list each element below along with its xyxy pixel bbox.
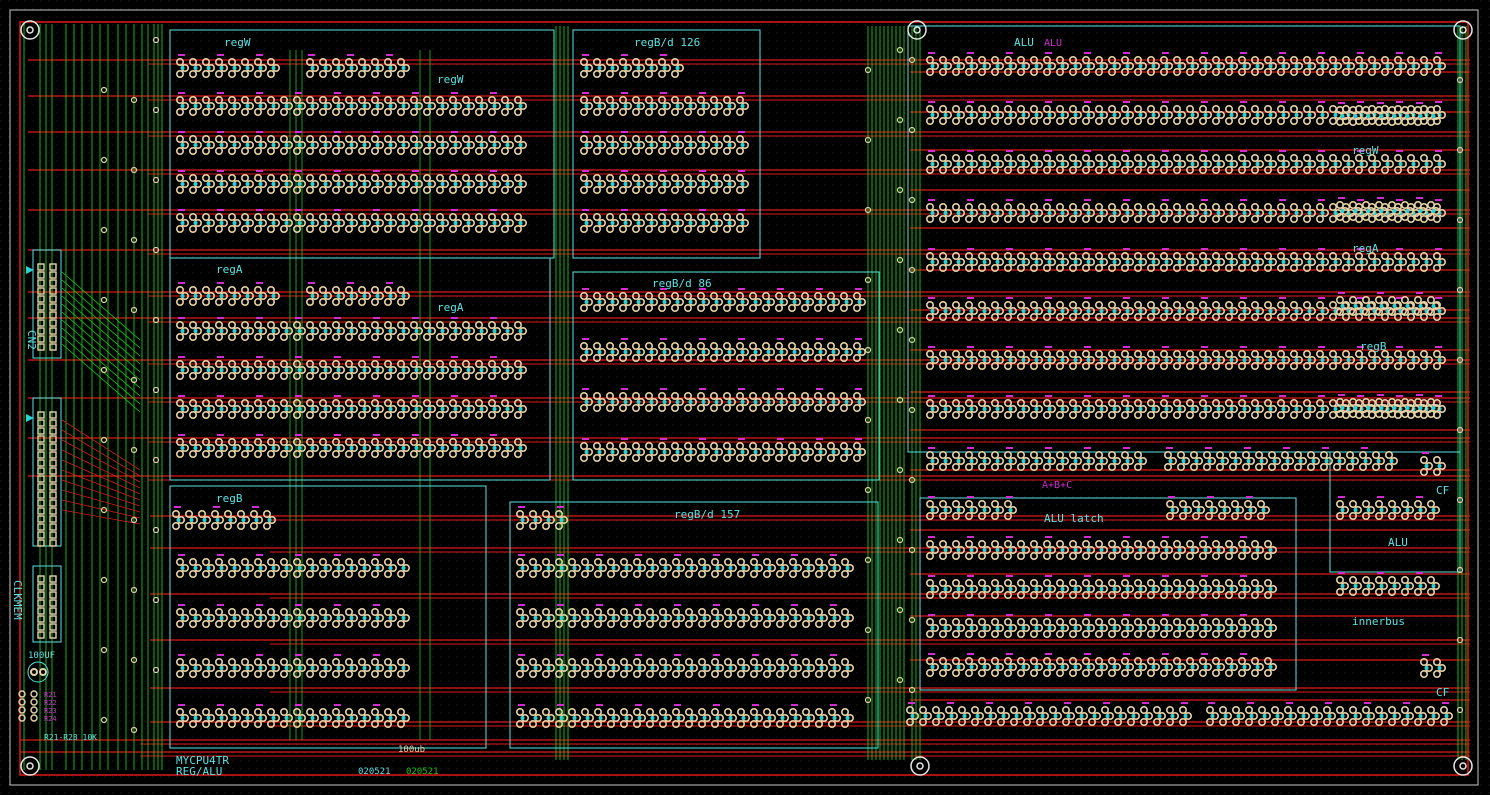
alu-block-outline [907, 25, 1461, 453]
board-title: MYCPU4TR [176, 754, 229, 767]
connector-cn2 [26, 249, 62, 359]
mounting-hole-tm [907, 20, 927, 40]
label-regW-inner: regW [437, 73, 464, 86]
label-regBd126: regB/d 126 [634, 36, 700, 49]
board-subtitle: REG/ALU [176, 765, 222, 778]
mounting-hole-tr [1453, 20, 1473, 40]
block-outlines [169, 25, 1461, 749]
regB-block-outline [169, 485, 487, 749]
board-date: 020521 [358, 767, 391, 777]
resistor-label: R22 [44, 699, 57, 707]
capacitor-100uf [27, 661, 49, 683]
alu-right-outline [1329, 451, 1461, 573]
mounting-hole-bm [910, 756, 930, 776]
resistor-group [18, 690, 38, 722]
label-cap: 100UF [28, 651, 55, 661]
connector-small [32, 565, 62, 643]
regBd86-block-outline [572, 271, 880, 481]
alu-latch-block-outline [919, 497, 1297, 691]
label-cf-bottom: CF [1436, 686, 1449, 699]
connector-lower [26, 397, 62, 547]
board-part: 100ub [398, 745, 425, 755]
label-regB-right: regB [1360, 340, 1387, 353]
label-alu: ALU [1014, 36, 1034, 49]
label-regB: regB [216, 492, 243, 505]
component-pads [100, 36, 1464, 734]
mounting-hole-bl [20, 756, 40, 776]
bottom-layer-traces [23, 24, 1467, 770]
regBd126-block-outline [572, 29, 761, 259]
label-regBd157: regB/d 157 [674, 508, 740, 521]
board-outline [9, 9, 1479, 786]
regBd157-block-outline [509, 501, 879, 749]
top-layer-traces [20, 59, 1470, 757]
resistor-label: R21 [44, 691, 57, 699]
mounting-hole-tl [20, 20, 40, 40]
label-regA: regA [216, 263, 243, 276]
mounting-holes [20, 20, 1473, 776]
label-res-note: R21-R28 10K [44, 733, 97, 742]
label-innerbus: innerbus [1352, 615, 1405, 628]
label-xnor: A+B+C [1042, 480, 1072, 491]
label-regA-inner: regA [437, 301, 464, 314]
label-regW-right: regW [1352, 144, 1379, 157]
label-regBd86: regB/d 86 [652, 277, 712, 290]
label-alu-right: ALU [1388, 536, 1408, 549]
label-regW: regW [224, 36, 251, 49]
resistor-label: R24 [44, 715, 57, 723]
label-clkmem: CLKMEM [11, 580, 24, 620]
board-rev: 020521 [406, 767, 439, 777]
label-alu-2: ALU [1044, 38, 1062, 49]
label-cn2: CN2 [25, 330, 38, 350]
label-cf-top: CF [1436, 484, 1449, 497]
mounting-hole-br [1453, 756, 1473, 776]
label-alu-latch: ALU latch [1044, 512, 1104, 525]
regA-block-outline [169, 257, 551, 481]
resistor-label: R23 [44, 707, 57, 715]
label-regA-right: regA [1352, 242, 1379, 255]
